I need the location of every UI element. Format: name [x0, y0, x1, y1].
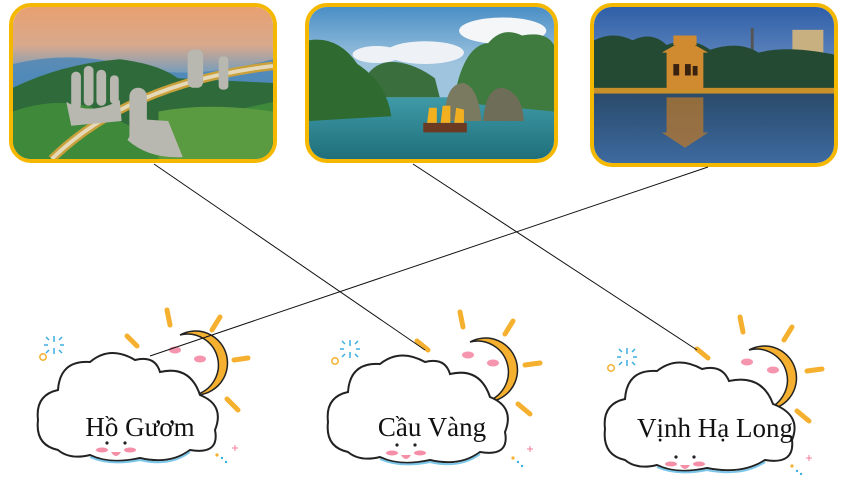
sparkle-icon	[44, 336, 64, 354]
cloud-sun-illustration	[36, 307, 251, 464]
label-card-vinh-ha-long[interactable]: Vịnh Hạ Long	[597, 305, 837, 475]
photo-golden-bridge[interactable]	[9, 3, 277, 163]
label-card-ho-guom[interactable]: Hồ Gươm	[30, 300, 270, 470]
photo-ha-long-bay[interactable]	[305, 3, 558, 163]
cloud-sun-illustration	[603, 314, 825, 475]
cloud-sun-illustration	[326, 309, 543, 468]
cloud-shape	[36, 352, 219, 464]
sparkle-icon	[617, 348, 637, 366]
golden-bridge-image	[13, 7, 273, 159]
label-text: Cầu Vàng	[377, 412, 487, 442]
ha-long-bay-image	[309, 7, 554, 159]
label-text: Vịnh Hạ Long	[637, 413, 793, 443]
sparkle-icon	[340, 340, 360, 358]
label-card-cau-vang[interactable]: Cầu Vàng	[320, 300, 560, 470]
photo-hoan-kiem-lake[interactable]	[590, 3, 838, 167]
turtle-tower-image	[594, 7, 834, 163]
label-text: Hồ Gươm	[85, 412, 195, 442]
